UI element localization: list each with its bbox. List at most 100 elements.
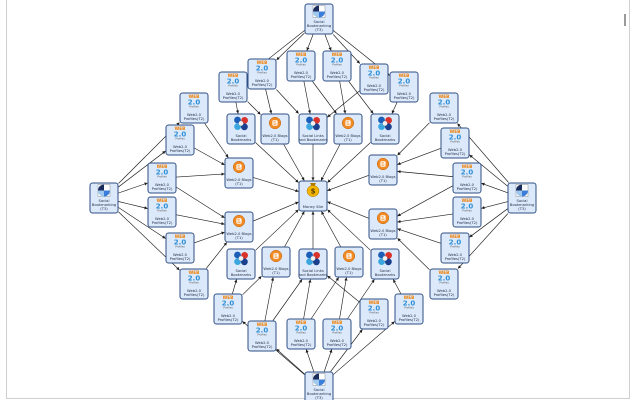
svg-text:2.0: 2.0 [156,169,169,177]
svg-text:Profiles: Profiles [296,331,306,335]
diagram-node-b11[interactable]: Web2.0 Blogs(T1) [334,246,364,278]
diagram-node-r8[interactable]: Web2.0 Blogs(T1) [368,154,398,186]
scrollbar-thumb[interactable] [624,14,626,26]
node-label: Profiles(T2) [152,221,173,225]
node-label: Profiles(T2) [364,323,385,327]
edge-arrow [324,34,332,51]
svg-text:Profiles: Profiles [189,281,199,285]
edge-arrow [397,185,453,217]
node-label: Bookmarks [231,138,252,142]
node-box [286,50,316,82]
node-label: (T3) [315,28,323,32]
svg-text:Profiles: Profiles [450,140,460,144]
node-label: Web2.0 [367,84,382,88]
node-label: Web2.0 [437,113,452,117]
node-box [440,127,470,159]
node-label: Profiles(T2) [394,96,415,100]
svg-text:2.0: 2.0 [398,78,411,86]
node-box [179,268,209,300]
diagram-node-b9[interactable]: Web2.0 Blogs(T1) [261,246,291,278]
node-label: Profiles(T2) [457,187,478,191]
diagram-node-c[interactable]: $Money Site [298,180,328,212]
diagram-node-l9[interactable]: Web2.0 Blogs(T1) [224,211,254,243]
svg-text:WEB: WEB [439,270,450,275]
node-label: Bookmarks [375,138,396,142]
social-bookmarking-icon [312,5,326,18]
node-layer: SocialBookmarking(T3)WEB2.0ProfilesWeb2.… [89,3,537,400]
node-label: Web2.0 [255,79,270,83]
diagram-node-t9[interactable]: Web2.0 Blogs(T1) [260,113,290,145]
node-label: Web2.0 Blogs [262,134,287,138]
node-box [218,71,248,103]
edge-arrow [481,182,508,194]
edge-arrow [469,208,508,238]
node-box [359,298,389,330]
node-label: Social [236,269,247,273]
svg-text:2.0: 2.0 [368,305,381,313]
svg-text:WEB: WEB [462,198,473,203]
edge-arrow [397,238,430,270]
edge-arrow [330,329,363,372]
edge-arrow [205,242,228,269]
edge-arrow [327,90,360,118]
node-box [452,162,482,194]
edge-arrow [327,201,369,219]
node-label: (T3) [315,396,323,400]
diagram-node-l8[interactable]: Web2.0 Blogs(T1) [224,157,254,189]
node-label: Web2.0 [226,92,241,96]
node-box [213,293,243,325]
node-label: Web2.0 Blogs [263,267,288,271]
svg-text:2.0: 2.0 [295,325,308,333]
node-label: Profiles(T2) [152,187,173,191]
edge-arrow [348,81,374,114]
node-label: Web2.0 [155,183,170,187]
diagram-node-t11[interactable]: Web2.0 Blogs(T1) [333,113,363,145]
node-label: Web2.0 [155,217,170,221]
edge-arrow [247,101,261,115]
svg-text:WEB: WEB [189,94,200,99]
node-box [247,320,277,352]
node-label: (T1) [235,236,243,240]
svg-text:2.0: 2.0 [449,134,462,142]
diagram-node-r9[interactable]: Web2.0 Blogs(T1) [368,208,398,240]
node-label: Profiles(T2) [291,75,312,79]
